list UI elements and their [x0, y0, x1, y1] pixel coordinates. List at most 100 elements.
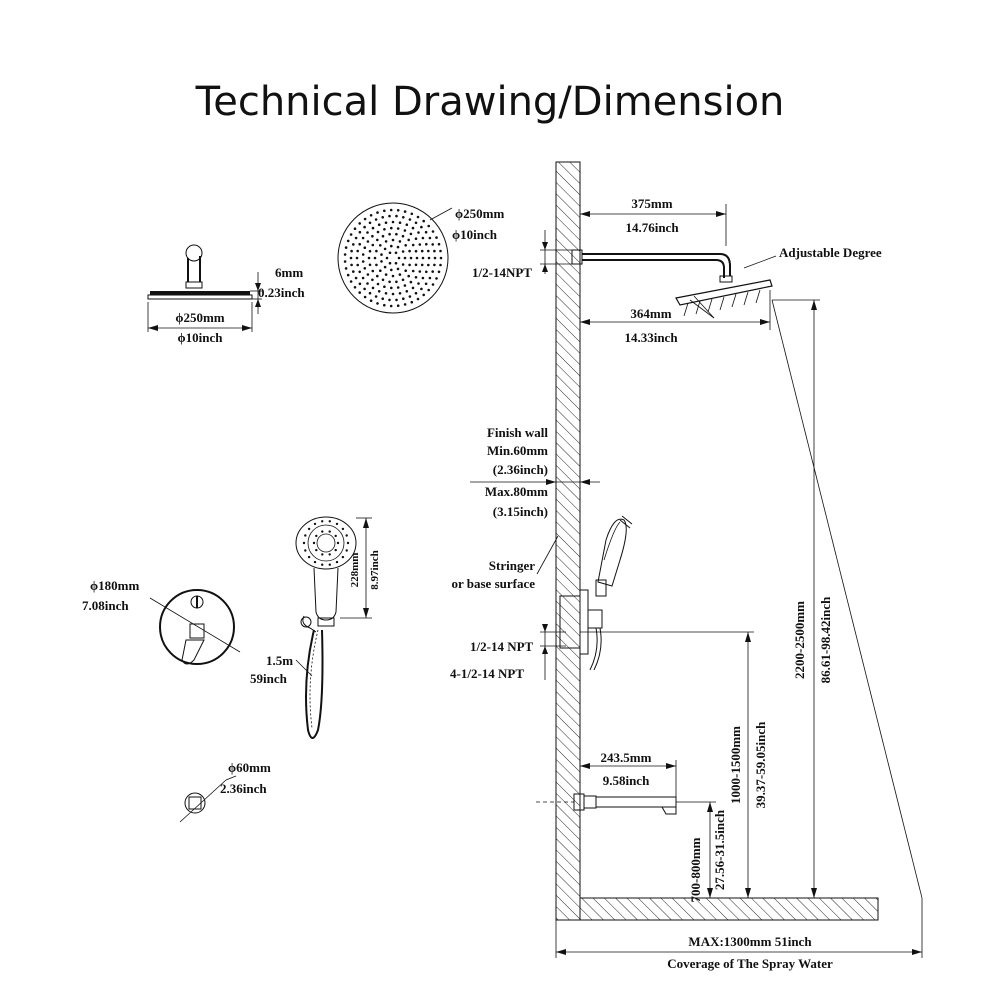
nozzle-dot [363, 217, 367, 221]
nozzle-dot [420, 225, 423, 229]
valve-thread-1: 1/2-14 NPT [470, 639, 534, 654]
nozzle-dot [355, 256, 359, 260]
nozzle-dot [401, 250, 405, 253]
finish-wall-min-mm: Min.60mm [487, 443, 548, 458]
nozzle-dot [420, 263, 424, 267]
head-thickness-inch: 0.23inch [258, 285, 305, 300]
arm-drop-mm: 364mm [630, 306, 671, 321]
nozzle-dot [414, 291, 418, 295]
nozzle-dot [358, 230, 362, 234]
nozzle-dot [431, 283, 435, 286]
nozzle-dot [366, 282, 369, 285]
nozzle-dot [346, 273, 350, 277]
nozzle-dot [358, 242, 362, 246]
nozzle-dot [388, 261, 392, 265]
nozzle-dot [428, 236, 432, 240]
nozzle-dot [384, 240, 388, 243]
hand-shower-length-mm: 228mm [349, 553, 361, 588]
nozzle-dot [383, 247, 387, 251]
nozzle-dot [376, 230, 380, 234]
arm-length-dimension [579, 204, 727, 246]
nozzle-dot [388, 251, 392, 255]
nozzle-dot [375, 263, 378, 267]
arm-thread: 1/2-14NPT [472, 265, 532, 280]
arm-thread-dimension [540, 230, 572, 274]
nozzle-dot [411, 269, 415, 273]
nozzle-dot [349, 256, 353, 260]
nozzle-dot [363, 287, 366, 291]
nozzle-dot [354, 276, 358, 280]
nozzle-dot [410, 212, 414, 216]
adjustable-degree-label: Adjustable Degree [779, 245, 882, 260]
finish-wall-min-inch: (2.36inch) [493, 462, 548, 477]
spout-height-inch: 27.56-31.5inch [712, 809, 727, 890]
stringer-label-2: or base surface [451, 576, 535, 591]
nozzle-dot [350, 249, 353, 253]
nozzle-dot [416, 297, 420, 301]
nozzle-dot [367, 256, 371, 260]
nozzle-dot [425, 270, 428, 274]
nozzle-dot [371, 226, 375, 230]
head-diameter-side-dimension [147, 302, 253, 332]
spray-coverage-line [771, 299, 923, 899]
nozzle-dot [389, 304, 393, 308]
wall-section [555, 161, 879, 921]
nozzle-dot [363, 246, 367, 249]
nozzle-dot [433, 263, 436, 267]
nozzle-dot [366, 240, 370, 243]
nozzle-dot [361, 260, 365, 263]
nozzle-dot [384, 292, 388, 295]
hand-nozzle-dot [313, 522, 317, 526]
nozzle-dot [380, 260, 383, 263]
nozzle-dot [346, 239, 350, 243]
coverage-dimension [555, 898, 923, 958]
nozzle-dot [376, 238, 379, 242]
nozzle-dot [381, 216, 385, 219]
nozzle-dot [401, 263, 405, 266]
head-thickness-dimension [250, 272, 262, 314]
nozzle-dot [405, 290, 409, 293]
nozzle-dot [374, 218, 378, 221]
nozzle-dot [390, 244, 393, 248]
nozzle-dot [398, 221, 402, 224]
nozzle-dot [433, 256, 437, 260]
arm-length-inch: 14.76inch [625, 220, 679, 235]
nozzle-dot [368, 291, 372, 295]
hand-nozzle-dot [302, 541, 306, 545]
hand-nozzle-dot [345, 549, 348, 552]
nozzle-dot [377, 223, 381, 226]
nozzle-dot [358, 291, 362, 294]
head-diameter-mm: ϕ250mm [455, 206, 504, 221]
hand-shower-length-inch: 8.97inch [369, 550, 381, 589]
nozzle-dot [403, 284, 407, 287]
nozzle-dot [395, 214, 398, 218]
nozzle-dot [369, 214, 373, 217]
nozzle-dot [418, 270, 422, 273]
nozzle-dot [410, 300, 414, 304]
hand-nozzle-dot [334, 548, 337, 552]
nozzle-dot [385, 256, 389, 260]
nozzle-dot [383, 265, 387, 269]
nozzle-dot [431, 243, 435, 246]
spout-height-mm: 700-800mm [688, 837, 703, 902]
nozzle-dot [363, 225, 366, 229]
nozzle-dot [349, 280, 353, 283]
finish-wall-label: Finish wall [487, 425, 548, 440]
nozzle-dot [404, 269, 408, 273]
coverage-caption: Coverage of The Spray Water [667, 956, 833, 971]
hand-nozzle-dot [312, 541, 316, 545]
nozzle-dot [401, 234, 405, 238]
nozzle-dot [414, 263, 418, 267]
nozzle-dot [366, 273, 370, 276]
nozzle-dot [411, 226, 415, 230]
adjustable-leader [743, 255, 777, 269]
hand-nozzle-dot [335, 522, 339, 526]
nozzle-dot [384, 221, 388, 224]
nozzle-dot [421, 276, 425, 280]
nozzle-dot [403, 303, 407, 306]
nozzle-dot [344, 246, 348, 249]
nozzle-dot [396, 227, 400, 230]
nozzle-dot [425, 242, 428, 246]
nozzle-dot [404, 244, 408, 247]
nozzle-dot [427, 249, 430, 253]
